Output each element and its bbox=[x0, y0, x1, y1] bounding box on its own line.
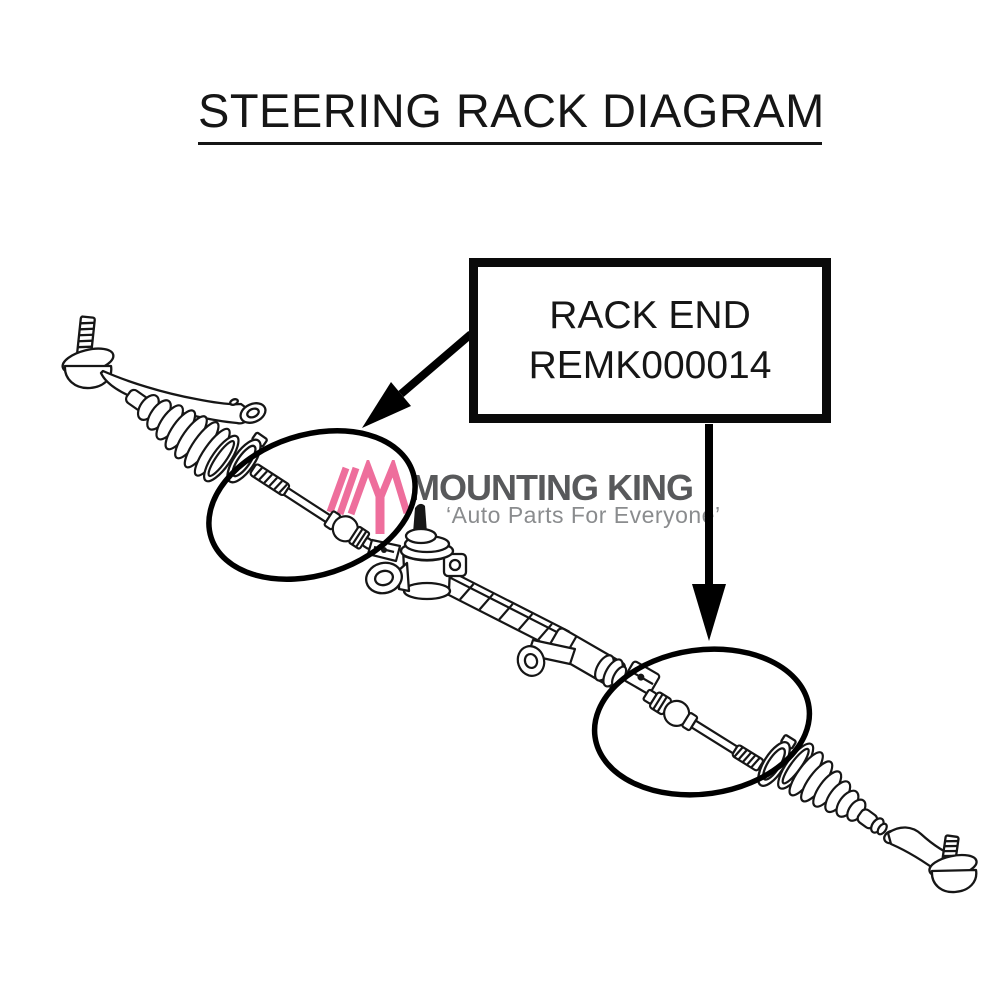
pinion-input-shaft-icon bbox=[413, 503, 427, 533]
bellow-boot-left-icon bbox=[124, 388, 240, 483]
rack-end-right-icon bbox=[642, 688, 769, 774]
part-number: REMK000014 bbox=[528, 344, 772, 387]
logo-wordmark: MOUNTING KING bbox=[410, 467, 694, 508]
rack-end-left-icon bbox=[249, 463, 375, 550]
rack-yoke-left-icon bbox=[366, 538, 402, 563]
arrow-to-right-rack-end bbox=[692, 424, 726, 641]
steering-gear-housing-icon bbox=[365, 503, 468, 601]
logo-tagline: ‘Auto Parts For Everyone’ bbox=[446, 502, 721, 528]
callout-circle-left bbox=[206, 428, 418, 582]
arrow-to-left-rack-end bbox=[362, 330, 474, 428]
callout-circle-right bbox=[591, 646, 813, 798]
mounting-king-logo-icon bbox=[326, 460, 411, 534]
outer-tie-rod-end-right-icon bbox=[883, 826, 978, 894]
part-name: RACK END bbox=[549, 294, 751, 337]
part-label-box: RACK END REMK000014 bbox=[469, 258, 831, 423]
page-title-text: STEERING RACK DIAGRAM bbox=[198, 84, 825, 137]
bellow-boot-right-icon bbox=[777, 742, 888, 836]
outer-tie-rod-end-left-icon bbox=[61, 315, 267, 425]
page-title: STEERING RACK DIAGRAM bbox=[198, 84, 825, 146]
